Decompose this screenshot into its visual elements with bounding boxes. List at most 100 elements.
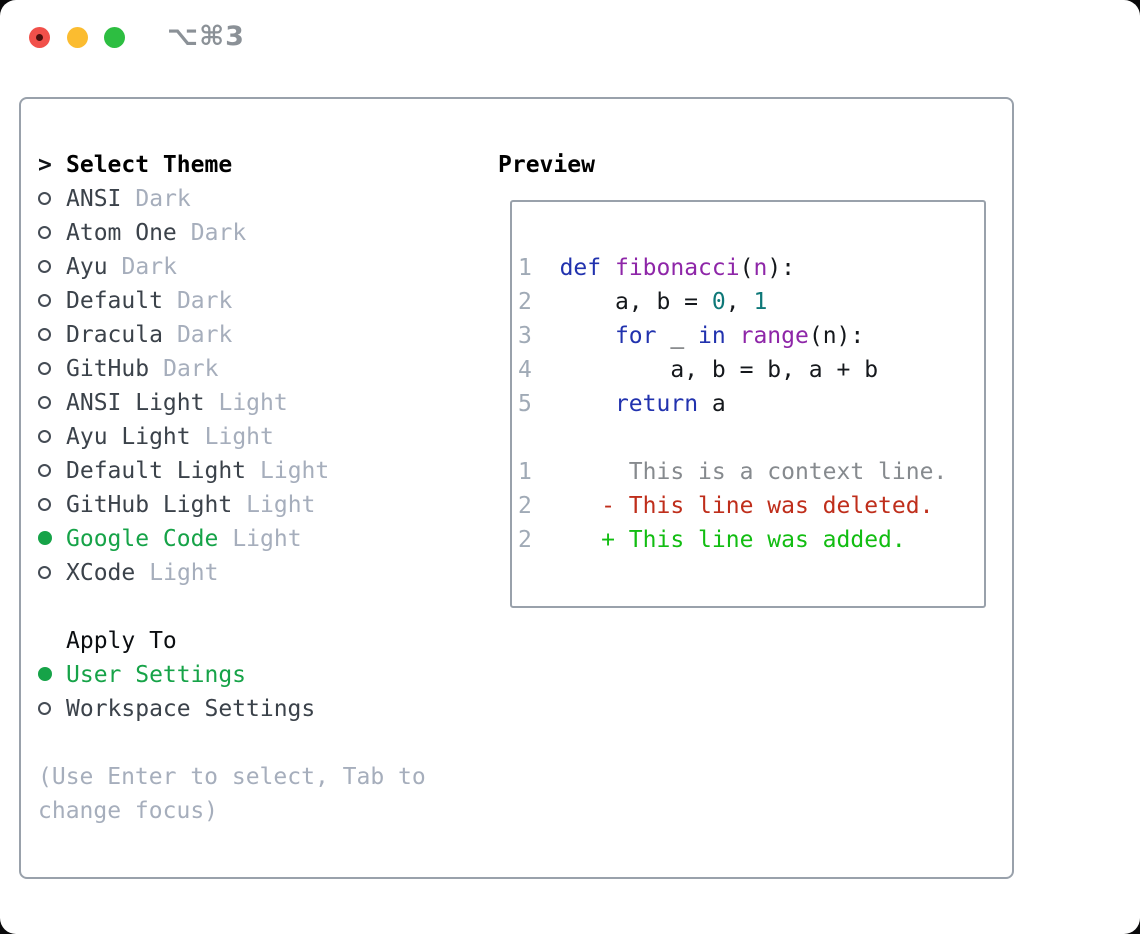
radio-icon [38, 430, 51, 443]
code-token [532, 391, 615, 417]
radio-icon [38, 702, 51, 715]
theme-name: ANSI Light [66, 390, 205, 416]
radio-icon [38, 464, 51, 477]
kw-token: return [614, 391, 699, 417]
radio-icon [38, 226, 51, 239]
kw-token: def [559, 255, 602, 281]
code-token [601, 255, 615, 281]
window-title: ⌥⌘3 [167, 21, 245, 52]
ln-token: 2 [518, 527, 532, 553]
num-token: 0 [711, 289, 726, 315]
code-token: ): [767, 255, 796, 281]
apply-option-user-settings[interactable]: User Settings [38, 658, 488, 692]
theme-menu-title: Select Theme [66, 152, 233, 178]
preview-line-addition-9: 2 + This line was added. [518, 523, 984, 557]
radio-icon [38, 566, 51, 579]
preview-line-code-4: 4 a, b = b, a + b [518, 353, 984, 387]
theme-option-xcode[interactable]: XCode Light [38, 556, 488, 590]
theme-option-ansi-light[interactable]: ANSI Light Light [38, 386, 488, 420]
code-token: , [725, 289, 754, 315]
theme-variant-tag: Light [232, 526, 302, 552]
preview-title: Preview [498, 152, 595, 178]
theme-option-google-code[interactable]: Google Code Light [38, 522, 488, 556]
theme-variant-tag: Dark [163, 356, 219, 382]
radio-icon [38, 362, 51, 375]
preview-line-code-2: 2 a, b = 0, 1 [518, 285, 984, 319]
theme-option-atom-one[interactable]: Atom One Dark [38, 216, 488, 250]
theme-name: Ayu [66, 254, 108, 280]
fn-token: n [753, 255, 768, 281]
theme-variant-tag: Dark [176, 322, 233, 348]
preview-line-code-1: 1 def fibonacci(n): [518, 251, 984, 285]
code-token [726, 323, 740, 349]
theme-name: GitHub Light [66, 492, 233, 518]
fn-token: range [739, 323, 809, 349]
theme-variant-tag: Dark [121, 254, 177, 280]
ln-token: 2 [518, 289, 532, 315]
selection-prompt-icon: > [38, 152, 52, 178]
theme-option-dracula[interactable]: Dracula Dark [38, 318, 488, 352]
preview-line-context-7: 1 This is a context line. [518, 455, 984, 489]
preview-line-code-3: 3 for _ in range(n): [518, 319, 984, 353]
theme-option-github-light[interactable]: GitHub Light Light [38, 488, 488, 522]
theme-variant-tag: Light [218, 390, 288, 416]
theme-variant-tag: Light [149, 560, 219, 586]
radio-icon [38, 192, 51, 205]
theme-variant-tag: Light [246, 492, 316, 518]
kw-token: for [614, 323, 657, 349]
del-token: - This line was deleted. [601, 493, 934, 519]
code-token [532, 255, 560, 281]
ln-token: 5 [518, 391, 532, 417]
code-token [532, 459, 629, 485]
code-token [532, 493, 601, 519]
theme-name: ANSI [66, 186, 122, 212]
help-text: (Use Enter to select, Tab to change focu… [38, 764, 426, 824]
preview-line-code-5: 5 return a [518, 387, 984, 421]
ln-token: 1 [518, 459, 532, 485]
code-token [532, 527, 601, 553]
radio-icon [38, 260, 51, 273]
close-button[interactable] [29, 27, 50, 48]
apply-to-title: Apply To [66, 628, 177, 654]
preview-line-deletion-8: 2 - This line was deleted. [518, 489, 984, 523]
num-token: 1 [753, 289, 768, 315]
radio-selected-icon [38, 667, 52, 681]
radio-icon [38, 294, 51, 307]
theme-name: GitHub [66, 356, 150, 382]
theme-name: Google Code [66, 526, 219, 552]
radio-icon [38, 328, 51, 341]
theme-option-ayu[interactable]: Ayu Dark [38, 250, 488, 284]
theme-name: Dracula [66, 322, 163, 348]
theme-name: Atom One [66, 220, 177, 246]
code-token: a, b = b, a + b [531, 357, 879, 383]
code-token: a, b = [531, 289, 712, 315]
radio-icon [38, 498, 51, 511]
spacer [38, 590, 488, 624]
ln-token: 4 [518, 357, 532, 383]
ln-token: 3 [518, 323, 532, 349]
kw-token: in [698, 323, 726, 349]
theme-menu-header-row: > Select Theme [38, 148, 488, 182]
fn-token: fibonacci [614, 255, 740, 281]
theme-option-github[interactable]: GitHub Dark [38, 352, 488, 386]
theme-name: Default [66, 288, 163, 314]
apply-option-workspace-settings[interactable]: Workspace Settings [38, 692, 488, 726]
theme-name: XCode [66, 560, 136, 586]
theme-name: Default Light [66, 458, 247, 484]
spacer [38, 726, 488, 760]
zoom-button[interactable] [104, 27, 125, 48]
minimize-button[interactable] [67, 27, 88, 48]
theme-variant-tag: Dark [190, 220, 247, 246]
add-token: + This line was added. [601, 527, 906, 553]
ln-token: 1 [518, 255, 532, 281]
code-token [532, 323, 615, 349]
